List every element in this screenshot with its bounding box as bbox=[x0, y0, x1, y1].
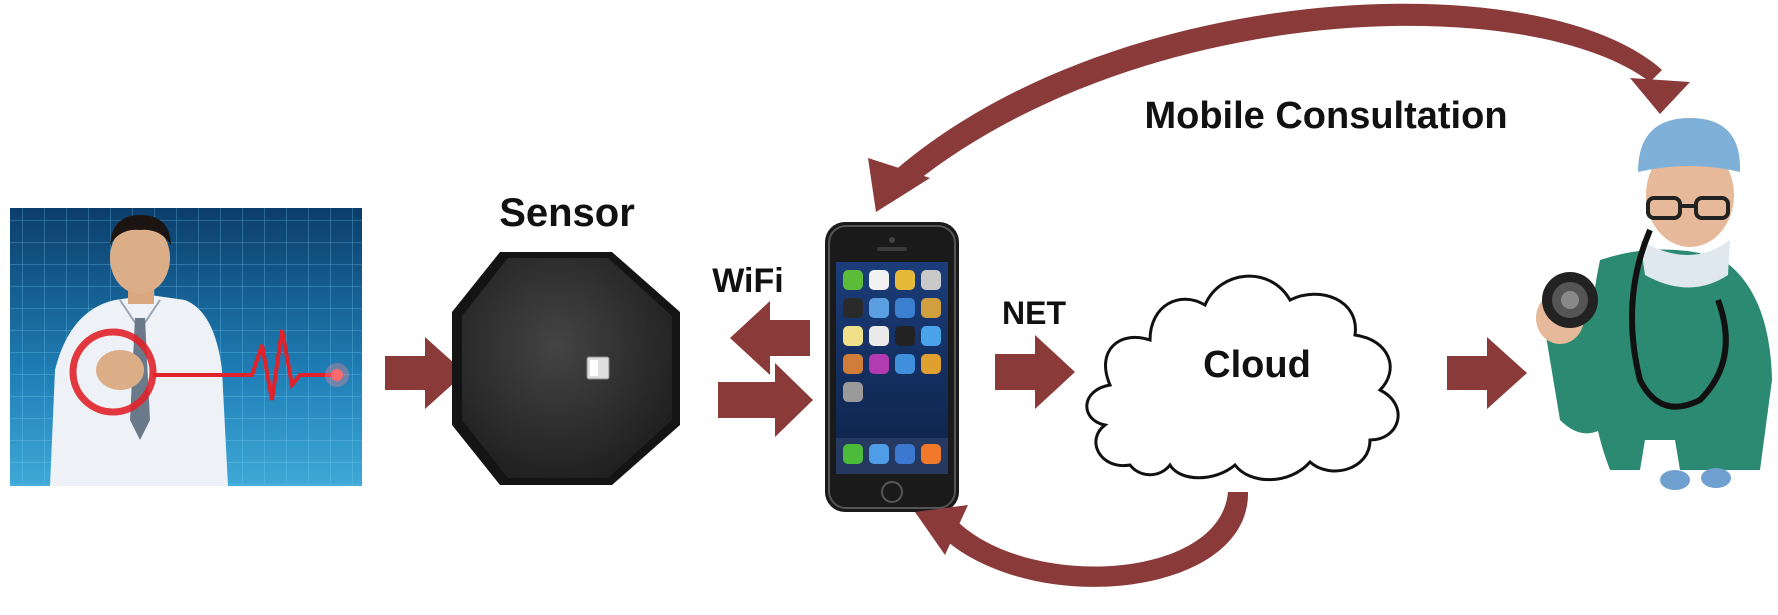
arrow-cloud-to-phone-curve bbox=[935, 492, 1249, 587]
patient-chest-pain-image bbox=[10, 208, 362, 486]
arrow-cloud-to-phone-head bbox=[915, 505, 968, 555]
mobile-consultation-label: Mobile Consultation bbox=[1144, 95, 1507, 137]
wearable-sensor-image bbox=[452, 252, 680, 485]
arrow-patient-to-sensor bbox=[385, 337, 465, 409]
arrow-sensor-to-phone bbox=[718, 363, 813, 437]
arrow-consultation-head-doctor bbox=[1630, 78, 1690, 114]
sensor-label: Sensor bbox=[499, 191, 635, 235]
arrow-consultation-curve bbox=[882, 3, 1662, 195]
arrow-phone-to-sensor bbox=[730, 301, 810, 375]
arrow-consultation-head-phone bbox=[868, 158, 930, 212]
smartphone-image bbox=[825, 222, 959, 512]
cloud-icon bbox=[1085, 274, 1400, 482]
arrow-cloud-to-doctor bbox=[1447, 337, 1527, 409]
app-icons bbox=[836, 270, 948, 474]
net-label: NET bbox=[1002, 295, 1066, 331]
wifi-label: WiFi bbox=[712, 262, 783, 300]
arrow-phone-to-cloud bbox=[995, 335, 1075, 409]
doctor-stethoscope-image bbox=[1536, 118, 1772, 490]
cloud-label: Cloud bbox=[1203, 344, 1311, 386]
